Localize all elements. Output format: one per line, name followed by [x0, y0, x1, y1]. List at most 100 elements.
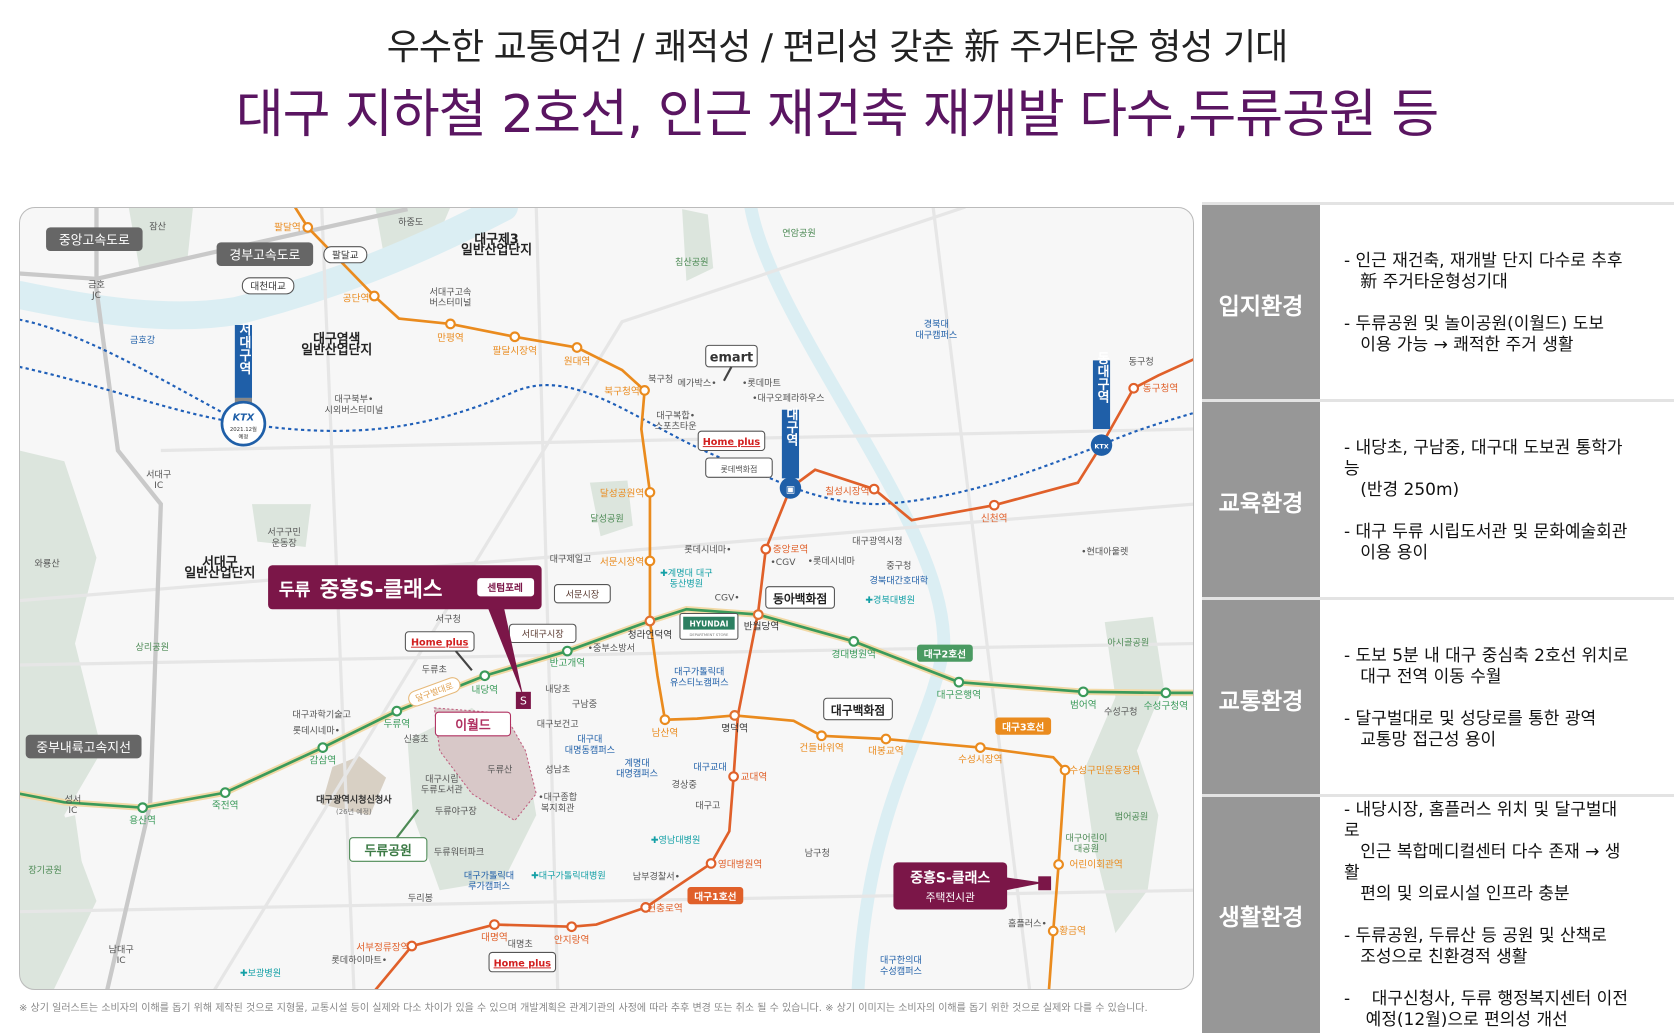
- svg-text:2021.12월: 2021.12월: [230, 425, 257, 433]
- callout-duryu-park: 두류공원: [349, 809, 428, 862]
- station-dot: [974, 742, 986, 753]
- place-label: 롯데시네마•: [293, 726, 340, 737]
- interchange-label: 성서: [64, 794, 81, 805]
- station-dot: [880, 733, 892, 745]
- hospital-label: ✚대구가톨릭대병원: [531, 869, 606, 881]
- place-label: 서구구민: [267, 527, 301, 538]
- place-label: 대구보건고: [537, 719, 579, 730]
- callout-emart: emart: [705, 344, 758, 382]
- station-label-line3: 팔달역: [274, 222, 301, 234]
- place-label: 대구광역시청: [852, 535, 902, 547]
- station-label-line2: 경대병원역: [832, 648, 876, 660]
- district-label: 일반산업단지: [184, 565, 255, 581]
- district-label: 일반산업단지: [461, 242, 532, 258]
- callout-homeplus-duryu: Home plus: [404, 631, 475, 672]
- station-dot: [644, 615, 656, 627]
- station-dot: [1160, 687, 1172, 699]
- station-label-line2: 범어역: [1070, 700, 1097, 711]
- svg-text:서대구역: 서대구역: [236, 323, 251, 376]
- station-label-line2: 감삼역: [309, 755, 336, 767]
- station-label-line2: 수성구청역: [1144, 701, 1188, 712]
- rail-station-daegu: 대구역▣: [779, 408, 802, 499]
- svg-text:Home plus: Home plus: [411, 638, 469, 649]
- bullet-line: 新 주거타운형성기대: [1344, 272, 1508, 292]
- svg-text:서문시장: 서문시장: [566, 589, 600, 600]
- university-label: 대구가톨릭대: [464, 869, 514, 881]
- badge-line2: 대구2호선: [917, 644, 973, 662]
- park-label: 아시골공원: [1107, 638, 1149, 649]
- university-label: 수성캠퍼스: [880, 965, 922, 977]
- place-label: CGV•: [715, 594, 740, 604]
- site-callout: 두류 중흥S-클래스 센텀포레 S: [268, 565, 542, 709]
- spacer: [1344, 293, 1674, 314]
- station-dot: [137, 802, 148, 814]
- bullet-line: - 도보 5분 내 대구 중심축 2호선 위치로: [1344, 646, 1629, 666]
- bullet-line: - 대구 두류 시립도서관 및 문화예술회관: [1344, 522, 1628, 542]
- place-label: 두류도서관: [421, 785, 464, 796]
- station-dot: [760, 543, 772, 555]
- university-label: 루가캠퍼스: [468, 880, 510, 892]
- park-label: 장기공원: [28, 865, 62, 876]
- university-label: 대구캠퍼스: [915, 329, 957, 341]
- park-label: 범어공원: [1115, 811, 1149, 822]
- interchange-label: IC: [154, 481, 163, 491]
- station-label-line3: 공단역: [343, 293, 370, 304]
- interchange-label: 남대구: [109, 944, 134, 955]
- place-label: 대구북부•: [334, 394, 373, 405]
- row-label: 입지환경: [1202, 205, 1320, 402]
- station-dot: [640, 902, 652, 913]
- university-label: 경북대: [924, 318, 949, 330]
- station-label-line2: 대구은행역: [937, 689, 981, 701]
- bullet-line: - 대구신청사, 두류 행정복지센터 이전: [1344, 988, 1628, 1009]
- metro-line-3: [293, 207, 1067, 990]
- station-dot: [644, 555, 656, 567]
- interchange-label: 서대구: [146, 469, 171, 480]
- station-dot: [752, 609, 764, 620]
- transfer-station-label: 청라언덕역: [628, 629, 672, 641]
- svg-text:HYUNDAI: HYUNDAI: [689, 619, 728, 628]
- station-dot: [566, 921, 578, 933]
- svg-text:두류: 두류: [279, 580, 311, 600]
- station-label-line2: 용산역: [129, 816, 156, 827]
- station-label-line1: 영대병원역: [718, 860, 762, 871]
- place-label: 대구시립: [425, 774, 459, 785]
- place-label: 대구과학기술고: [292, 710, 351, 721]
- row-label: 생활환경: [1202, 797, 1320, 1033]
- station-dot: [644, 486, 656, 498]
- bullet-line: 대구 전역 이동 수월: [1344, 667, 1502, 687]
- bullet-line: 인근 복합메디컬센터 다수 존재 → 생: [1344, 841, 1621, 862]
- svg-text:대구2호선: 대구2호선: [924, 648, 966, 660]
- station-label-line3: 만평역: [437, 333, 464, 344]
- interchange-label: 금호: [88, 279, 105, 290]
- place-label: 중구청: [886, 560, 911, 571]
- station-label-line3: 건들바위역: [799, 742, 843, 754]
- place-label: 남부경찰서•: [633, 871, 680, 883]
- park-label: 상리공원: [135, 642, 169, 653]
- place-label: 신흥초: [404, 733, 429, 745]
- university-label: 경북대간호대학: [869, 574, 928, 586]
- place-label: 시외버스터미널: [325, 404, 384, 416]
- bullet-line: 조성으로 친환경적 생활: [1344, 946, 1528, 967]
- svg-text:(26년 예정): (26년 예정): [336, 807, 372, 816]
- svg-text:대구광역시청신청사: 대구광역시청신청사: [316, 793, 392, 805]
- river-label: 금호강: [130, 335, 156, 346]
- station-dot: [391, 705, 403, 717]
- svg-text:대구1호선: 대구1호선: [694, 891, 736, 903]
- station-label-line3: 팔달시장역: [493, 345, 537, 357]
- place-label: 두리봉: [408, 893, 433, 904]
- bullet-line: - 인근 재건축, 재개발 단지 다수로 추후: [1344, 251, 1623, 271]
- svg-text:대구백화점: 대구백화점: [831, 703, 885, 717]
- place-label: •중부소방서: [588, 643, 635, 654]
- interchange-label: JC: [91, 291, 101, 301]
- callout-daegu-dept: 대구백화점: [823, 697, 893, 721]
- place-label: 스포츠타운: [655, 421, 697, 432]
- place-label: 대구고: [695, 801, 720, 812]
- svg-text:중앙고속도로: 중앙고속도로: [59, 234, 130, 249]
- transfer-station-label: 명덕역: [721, 724, 748, 735]
- university-label: 대구교대: [693, 762, 727, 773]
- station-label-line3: 남산역: [652, 728, 679, 739]
